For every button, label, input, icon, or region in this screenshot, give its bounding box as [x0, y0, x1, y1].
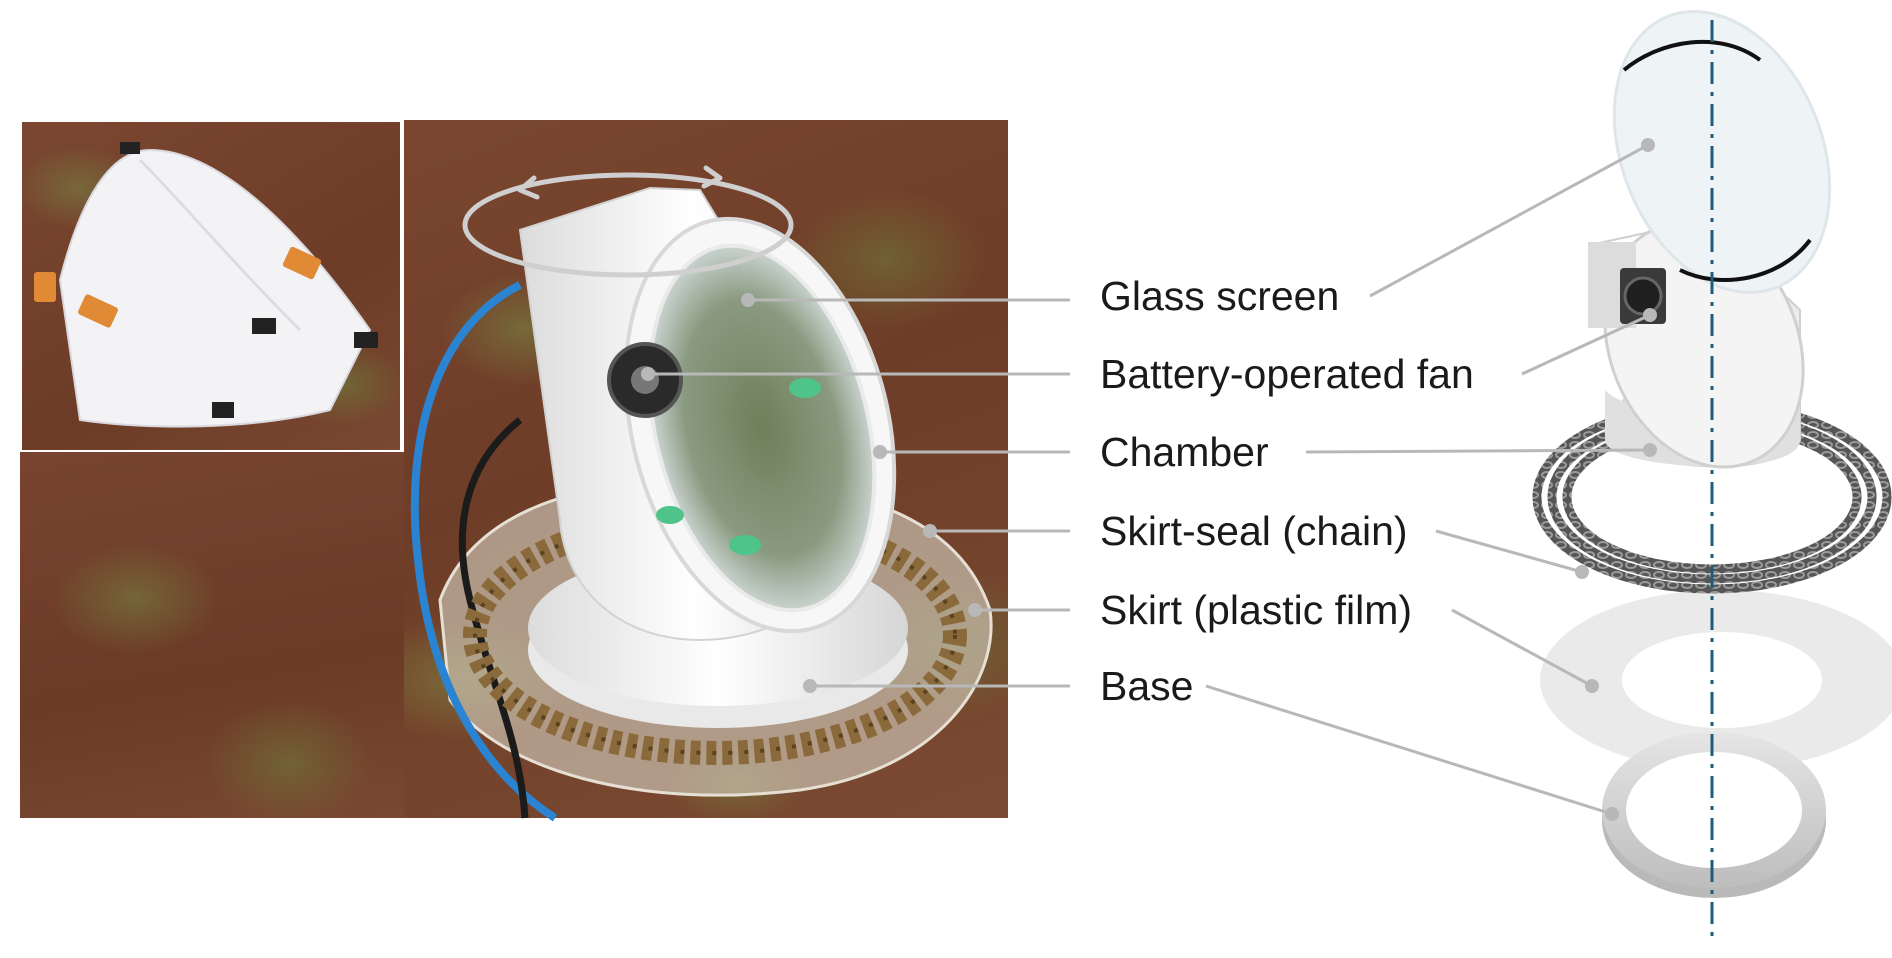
cad-skirt-film: [1540, 590, 1892, 770]
label-skirt-seal: Skirt-seal (chain): [1100, 508, 1408, 554]
inset-clips: [34, 142, 378, 418]
cad-glass-screen: [1612, 10, 1832, 294]
photo-leader-lines: [641, 293, 1070, 693]
label-skirt: Skirt (plastic film): [1100, 587, 1413, 633]
photo-black-cable: [458, 417, 529, 819]
field-photo-left-strip: [20, 452, 404, 818]
exploded-view: [1532, 10, 1892, 942]
label-battery-operated-fan: Battery-operated fan: [1100, 351, 1474, 397]
photo-glass-screen: [647, 243, 877, 613]
cad-leader-lines: [1205, 138, 1657, 821]
cad-base-ring: [1602, 732, 1826, 898]
photo-blue-tube: [410, 281, 558, 822]
rotation-arrow-icon: [462, 165, 794, 278]
inset-cloth-cover: [58, 148, 372, 428]
photo-chamber: [518, 186, 897, 642]
label-glass-screen: Glass screen: [1100, 273, 1340, 319]
label-base: Base: [1100, 663, 1194, 709]
label-chamber: Chamber: [1100, 429, 1269, 475]
